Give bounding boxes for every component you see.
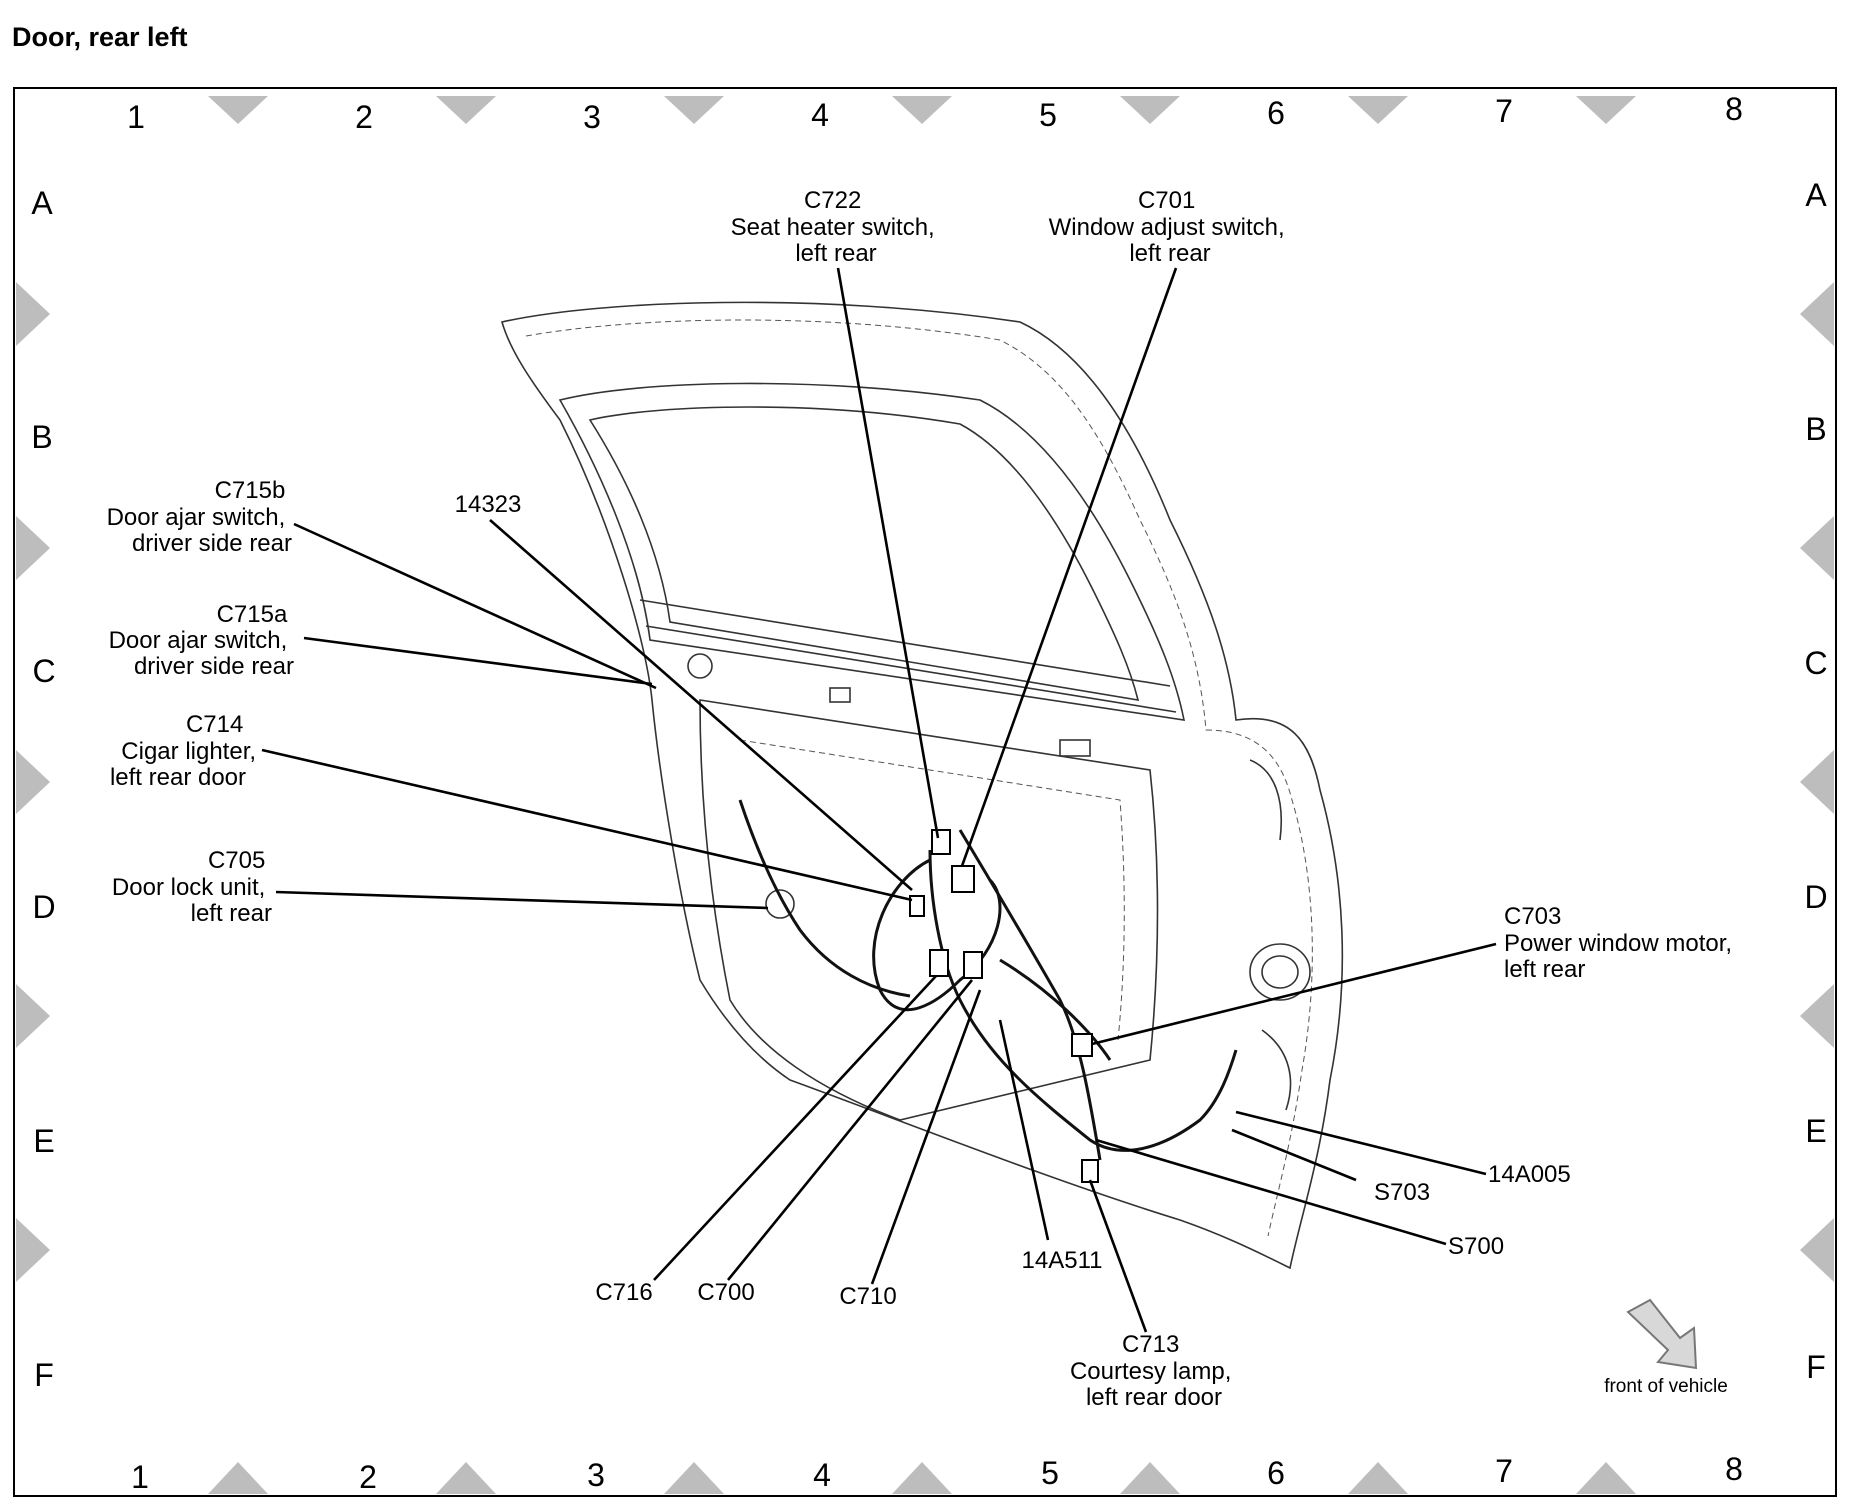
- grid-row-left-E: E: [33, 1123, 54, 1159]
- grid-row-left-D: D: [32, 889, 55, 925]
- callout-c722: C722 Seat heater switch, left rear: [731, 187, 942, 267]
- connector-c700: [963, 951, 983, 979]
- grid-col-bottom-8: 8: [1725, 1451, 1743, 1487]
- grid-row-right-A: A: [1805, 177, 1827, 213]
- grid-markers: [16, 96, 1834, 1494]
- connector-c714: [909, 895, 925, 917]
- grid-col-top-7: 7: [1495, 93, 1513, 129]
- callout-14323: 14323: [455, 491, 522, 518]
- grid-col-bottom-5: 5: [1041, 1455, 1059, 1491]
- grid-col-bottom-4: 4: [813, 1457, 831, 1493]
- grid-row-left-C: C: [32, 653, 55, 689]
- connector-c703: [1071, 1033, 1093, 1057]
- grid-row-right-D: D: [1804, 879, 1827, 915]
- grid-col-top-3: 3: [583, 99, 601, 135]
- front-of-vehicle-label: front of vehicle: [1604, 1376, 1728, 1397]
- grid-col-top-6: 6: [1267, 95, 1285, 131]
- grid-row-right-B: B: [1805, 411, 1826, 447]
- grid-row-right-C: C: [1804, 645, 1827, 681]
- grid-row-right-F: F: [1806, 1349, 1826, 1385]
- grid-col-bottom-3: 3: [587, 1457, 605, 1493]
- connector-c701: [951, 865, 975, 893]
- callout-c713: C713 Courtesy lamp, left rear door: [1070, 1331, 1238, 1411]
- grid-col-bottom-1: 1: [131, 1459, 149, 1495]
- grid-col-top-8: 8: [1725, 91, 1743, 127]
- grid-col-bottom-7: 7: [1495, 1453, 1513, 1489]
- callout-c715b: C715b Door ajar switch, driver side rear: [107, 477, 292, 557]
- callout-c710: C710: [839, 1283, 896, 1310]
- grid-row-left-B: B: [31, 419, 52, 455]
- grid-col-bottom-2: 2: [359, 1459, 377, 1495]
- callout-s700: S700: [1448, 1233, 1504, 1260]
- diagram-border: [13, 87, 1837, 1497]
- callout-c716: C716: [595, 1279, 652, 1306]
- callout-14a005: 14A005: [1488, 1161, 1571, 1188]
- leader-lines: [261, 267, 1497, 1333]
- door-illustration: [500, 301, 1344, 1270]
- wiring-harness: [738, 799, 1238, 1183]
- grid-col-top-2: 2: [355, 99, 373, 135]
- callout-c701: C701 Window adjust switch, left rear: [1049, 187, 1292, 267]
- grid-col-top-4: 4: [811, 97, 829, 133]
- callout-c715a: C715a Door ajar switch, driver side rear: [109, 601, 294, 680]
- page-title: Door, rear left: [12, 22, 188, 52]
- grid-row-right-E: E: [1805, 1113, 1826, 1149]
- front-of-vehicle-arrow-icon: [1626, 1298, 1698, 1370]
- grid-row-left-F: F: [34, 1357, 54, 1393]
- grid-col-top-5: 5: [1039, 97, 1057, 133]
- grid-row-left-A: A: [31, 185, 53, 221]
- connector-c722: [931, 829, 951, 855]
- callout-c714: C714 Cigar lighter, left rear door: [110, 711, 263, 791]
- callout-14a511: 14A511: [1022, 1247, 1103, 1274]
- grid-col-bottom-6: 6: [1267, 1455, 1285, 1491]
- callout-c700: C700: [697, 1279, 754, 1306]
- callout-s703: S703: [1374, 1179, 1430, 1206]
- grid-col-top-1: 1: [127, 99, 145, 135]
- callout-c703: C703 Power window motor, left rear: [1504, 903, 1739, 983]
- callout-c705: C705 Door lock unit, left rear: [112, 847, 272, 927]
- connector-c713: [1081, 1159, 1099, 1183]
- connector-c716: [929, 949, 949, 977]
